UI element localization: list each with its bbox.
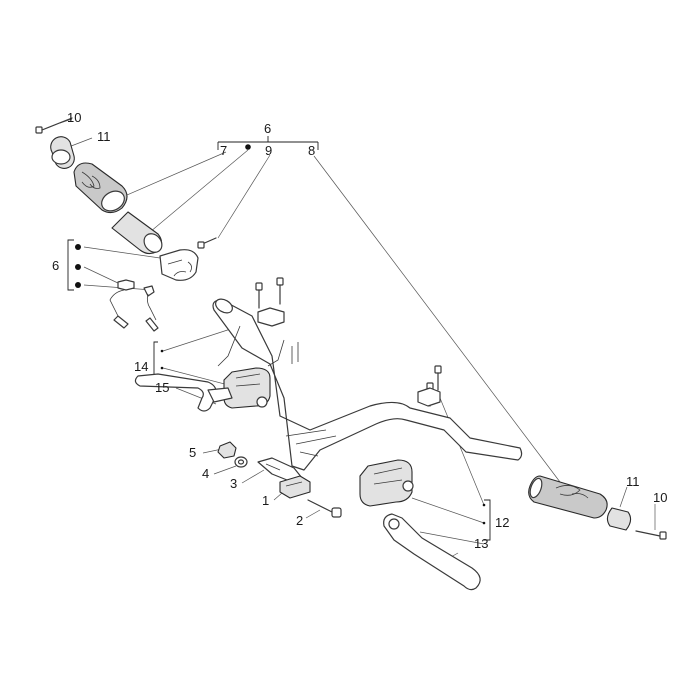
marker-dots bbox=[75, 144, 486, 525]
callout-11-bottom: 11 bbox=[626, 474, 640, 489]
callout-15: 15 bbox=[155, 380, 169, 395]
throttle-tube bbox=[111, 211, 163, 255]
leader-lines bbox=[59, 118, 656, 563]
right-brake-master-cylinder bbox=[359, 459, 414, 507]
throttle-housing bbox=[159, 249, 199, 281]
bracket-group-6-left bbox=[67, 239, 74, 291]
left-bar-end-weight bbox=[50, 136, 75, 169]
callout-14: 14 bbox=[134, 359, 148, 374]
throttle-grip bbox=[73, 162, 128, 214]
right-bar-end-weight bbox=[606, 507, 632, 531]
spacer bbox=[217, 441, 237, 459]
left-brake-master-cylinder bbox=[223, 367, 271, 409]
callout-6-top: 6 bbox=[264, 121, 271, 136]
bracket-group-6-top bbox=[217, 136, 319, 150]
bracket-group-12 bbox=[484, 499, 491, 541]
parking-brake-lock bbox=[279, 475, 311, 499]
callout-13: 13 bbox=[474, 536, 488, 551]
right-grip bbox=[528, 475, 608, 519]
small-screw bbox=[197, 237, 217, 249]
callout-4: 4 bbox=[202, 466, 209, 481]
left-end-screw bbox=[35, 117, 73, 134]
right-brake-lever bbox=[383, 513, 481, 591]
callout-10-bottom: 10 bbox=[653, 490, 667, 505]
washer bbox=[234, 456, 248, 468]
callout-12: 12 bbox=[495, 515, 509, 530]
right-end-screw bbox=[635, 530, 667, 540]
callout-2: 2 bbox=[296, 513, 303, 528]
mounting-bolt bbox=[307, 499, 342, 518]
callout-7: 7 bbox=[220, 143, 227, 158]
callout-1: 1 bbox=[262, 493, 269, 508]
throttle-cables bbox=[109, 279, 159, 332]
callout-3: 3 bbox=[230, 476, 237, 491]
callout-5: 5 bbox=[189, 445, 196, 460]
bracket-group-14 bbox=[153, 341, 158, 376]
handlebar bbox=[212, 298, 523, 471]
callout-6-left: 6 bbox=[52, 258, 59, 273]
callout-9: 9 bbox=[265, 143, 272, 158]
callout-11-top: 11 bbox=[97, 129, 111, 144]
callout-8: 8 bbox=[308, 143, 315, 158]
riser-bolts-left bbox=[255, 277, 284, 309]
left-brake-lever bbox=[134, 373, 233, 412]
callout-labels: 10 11 6 7 9 8 6 14 15 5 4 3 1 2 12 13 11… bbox=[52, 110, 667, 551]
callout-10-top: 10 bbox=[67, 110, 81, 125]
